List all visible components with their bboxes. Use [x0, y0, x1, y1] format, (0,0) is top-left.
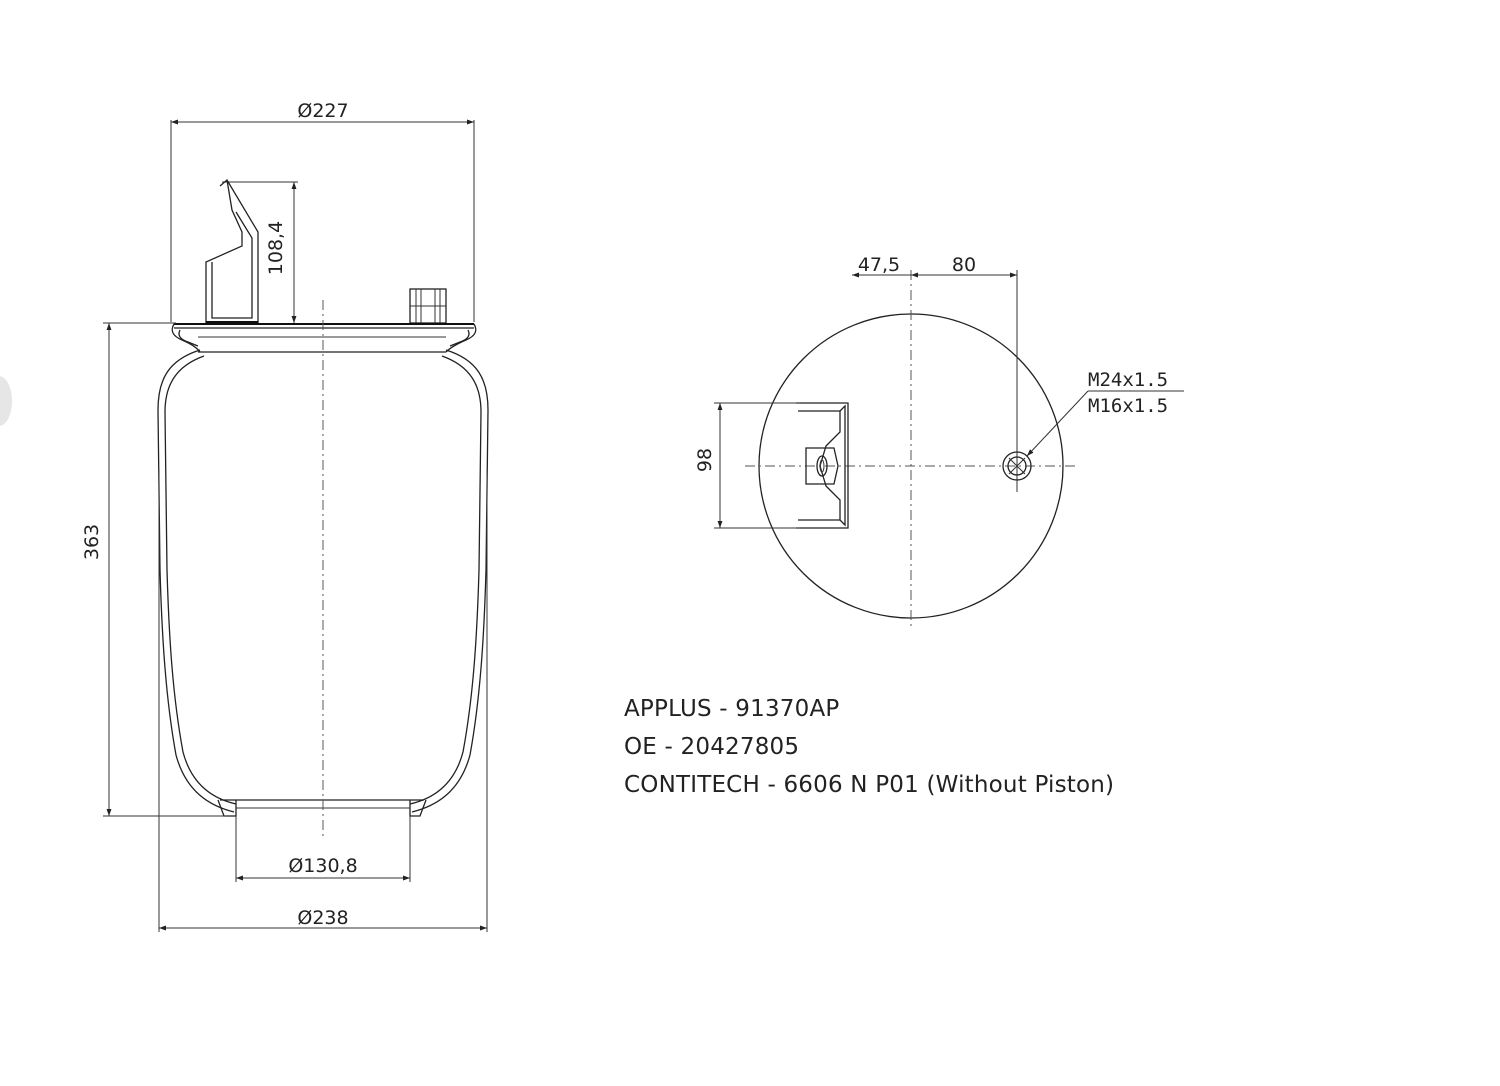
bracket-top-view	[796, 402, 849, 529]
dimension-piston-diameter: Ø130,8	[235, 816, 411, 882]
dimension-bracket-height: 108,4	[222, 181, 298, 323]
spec-contitech: CONTITECH - 6606 N P01 (Without Piston)	[624, 772, 1115, 798]
thread-secondary-label: M16x1.5	[1088, 395, 1168, 417]
dim-offset-right-label: 80	[952, 254, 976, 276]
thread-callout: M24x1.5 M16x1.5	[1026, 369, 1184, 457]
piston-seat	[217, 799, 427, 817]
threaded-stud	[409, 288, 447, 324]
mounting-bracket	[205, 179, 259, 323]
dimension-height: 363	[81, 322, 226, 817]
top-plate	[171, 323, 477, 353]
spec-oe: OE - 20427805	[624, 734, 800, 760]
dimension-top-diameter: Ø227	[170, 100, 475, 322]
dimension-offsets: 47,5 80	[852, 254, 1018, 492]
dimension-max-diameter: Ø238	[158, 470, 488, 932]
dim-offset-left-label: 47,5	[858, 254, 900, 276]
top-view: 47,5 80 98 M2	[694, 254, 1184, 626]
air-port	[1002, 451, 1032, 481]
dim-piston-diameter-label: Ø130,8	[288, 855, 357, 877]
dim-max-diameter-label: Ø238	[297, 907, 348, 929]
dim-height-label: 363	[81, 524, 103, 560]
dim-bracket-height-label: 108,4	[265, 221, 287, 275]
thread-primary-label: M24x1.5	[1088, 369, 1168, 391]
side-view: Ø227 108,4	[81, 100, 489, 932]
edge-fragment	[0, 376, 12, 426]
dimension-bracket-width: 98	[694, 402, 800, 529]
spec-applus: APPLUS - 91370AP	[624, 696, 840, 722]
dim-bracket-width-label: 98	[694, 448, 716, 472]
dim-top-diameter-label: Ø227	[297, 100, 348, 122]
rubber-bellow	[157, 349, 489, 813]
